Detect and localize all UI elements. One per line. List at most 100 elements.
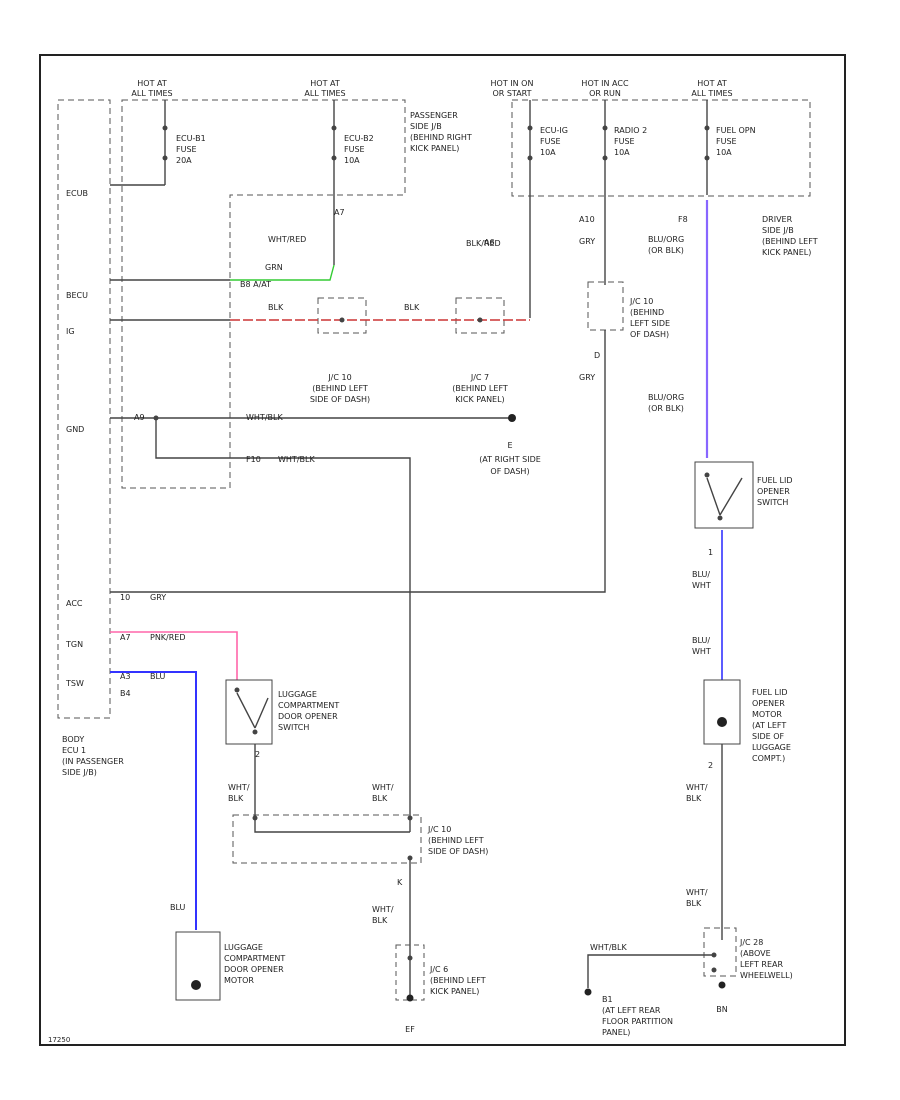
fuel-lid-motor-icon: [717, 717, 727, 727]
svg-text:SIDE OF DASH): SIDE OF DASH): [310, 395, 370, 404]
svg-text:OF DASH): OF DASH): [490, 467, 529, 476]
svg-text:FUEL LID: FUEL LID: [752, 688, 788, 697]
wire-label-whtblk-b1: WHT/BLK: [590, 943, 627, 952]
pin-ig: IG: [66, 327, 75, 336]
pin-ecub: ECUB: [66, 189, 88, 198]
wire-label-orblk: (OR BLK): [648, 246, 684, 255]
svg-text:FUSE: FUSE: [344, 145, 365, 154]
svg-text:DRIVER: DRIVER: [762, 215, 793, 224]
wire-label-a3: A3: [120, 672, 131, 681]
fuse-radio-2: RADIO 2 FUSE 10A: [602, 100, 647, 195]
svg-text:PANEL): PANEL): [602, 1028, 630, 1037]
svg-text:ECU-IG: ECU-IG: [540, 126, 568, 135]
hot-label-5: HOT AT ALL TIMES: [691, 79, 732, 98]
jc10-lower-label: J/C 10 (BEHIND LEFT SIDE OF DASH): [427, 825, 488, 856]
wire-label-bluwht2-b: WHT: [692, 647, 711, 656]
svg-text:MOTOR: MOTOR: [752, 710, 782, 719]
svg-text:RADIO 2: RADIO 2: [614, 126, 647, 135]
hot-label-4: HOT IN ACC OR RUN: [581, 79, 629, 98]
wire-gnd-branch: [155, 418, 411, 832]
svg-text:(BEHIND: (BEHIND: [630, 308, 664, 317]
svg-text:SIDE OF DASH): SIDE OF DASH): [428, 847, 488, 856]
wire-label-f8: F8: [678, 215, 688, 224]
wire-label-bluwht2-a: BLU/: [692, 636, 710, 645]
svg-text:(BEHIND RIGHT: (BEHIND RIGHT: [410, 133, 472, 142]
svg-text:(AT LEFT REAR: (AT LEFT REAR: [602, 1006, 661, 1015]
wire-label-whtblk-fl2-b: BLK: [686, 899, 702, 908]
svg-text:(AT LEFT: (AT LEFT: [752, 721, 786, 730]
svg-text:FUEL LID: FUEL LID: [757, 476, 793, 485]
ground-bn-label: BN: [716, 1005, 727, 1014]
wire-becu-grn: [230, 264, 335, 281]
fuse-fuel-opn: FUEL OPN FUSE 10A: [704, 100, 756, 195]
svg-text:OR START: OR START: [492, 89, 531, 98]
svg-text:FUSE: FUSE: [176, 145, 197, 154]
svg-text:LUGGAGE: LUGGAGE: [278, 690, 317, 699]
fuse-ecu-b2: ECU-B2 FUSE 10A: [331, 100, 374, 195]
driver-jb-label: DRIVER SIDE J/B (BEHIND LEFT KICK PANEL): [762, 215, 818, 257]
svg-text:HOT AT: HOT AT: [697, 79, 727, 88]
hot-label-1: HOT AT ALL TIMES: [131, 79, 172, 98]
fuel-lid-switch-label: FUEL LID OPENER SWITCH: [757, 476, 793, 507]
b1-label: B1 (AT LEFT REAR FLOOR PARTITION PANEL): [602, 995, 673, 1037]
wire-label-2: 2: [708, 761, 713, 770]
svg-text:SWITCH: SWITCH: [278, 723, 309, 732]
wire-lug-gnd: [254, 744, 410, 833]
wire-label-whtblk-fl2-a: WHT/: [686, 888, 708, 897]
svg-text:SWITCH: SWITCH: [757, 498, 788, 507]
jc10-top-box: [317, 297, 367, 334]
svg-text:(BEHIND LEFT: (BEHIND LEFT: [452, 384, 508, 393]
svg-text:LUGGAGE: LUGGAGE: [752, 743, 791, 752]
wire-label-bluorg: BLU/ORG: [648, 235, 684, 244]
wire-label-whtblk-lg-a: WHT/: [228, 783, 250, 792]
fuse-ecu-ig: ECU-IG FUSE 10A: [527, 100, 568, 195]
svg-text:LUGGAGE: LUGGAGE: [224, 943, 263, 952]
jc10-right-box: [587, 281, 624, 331]
svg-text:(BEHIND LEFT: (BEHIND LEFT: [312, 384, 368, 393]
svg-text:FUEL OPN: FUEL OPN: [716, 126, 756, 135]
svg-text:ECU-B2: ECU-B2: [344, 134, 374, 143]
svg-text:KICK PANEL): KICK PANEL): [410, 144, 459, 153]
driver-jb-box: [511, 99, 811, 197]
wire-label-whtblk2: WHT/BLK: [278, 455, 315, 464]
svg-text:(ABOVE: (ABOVE: [740, 949, 771, 958]
wire-b1: [587, 954, 714, 988]
wire-label-lug-2: 2: [255, 750, 260, 759]
luggage-motor-box: [175, 931, 221, 1001]
wire-label-blu-bottom: BLU: [170, 903, 186, 912]
svg-text:PASSENGER: PASSENGER: [410, 111, 458, 120]
fuse-ecu-b1: ECU-B1 FUSE 20A: [162, 100, 206, 185]
jc28-box: [703, 927, 737, 977]
svg-text:OR RUN: OR RUN: [589, 89, 621, 98]
wire-label-b4: B4: [120, 689, 131, 698]
svg-text:SIDE J/B: SIDE J/B: [762, 226, 794, 235]
svg-text:(AT RIGHT SIDE: (AT RIGHT SIDE: [479, 455, 541, 464]
svg-text:SIDE J/B): SIDE J/B): [62, 768, 97, 777]
svg-text:HOT AT: HOT AT: [310, 79, 340, 88]
wire-label-pnkred: PNK/RED: [150, 633, 186, 642]
svg-text:OPENER: OPENER: [757, 487, 790, 496]
ground-point: [508, 414, 516, 422]
hot-label-3: HOT IN ON OR START: [491, 79, 534, 98]
svg-text:J/C 28: J/C 28: [739, 938, 763, 947]
wire-label-whtblk-fl-b: BLK: [686, 794, 702, 803]
diagram-frame: [39, 54, 846, 1046]
svg-text:(BEHIND LEFT: (BEHIND LEFT: [428, 836, 484, 845]
svg-text:OF DASH): OF DASH): [630, 330, 669, 339]
wire-label-a7: A7: [334, 208, 345, 217]
wire-label-whtblk-j-b: BLK: [372, 794, 388, 803]
wire-acc: [110, 330, 606, 593]
wire-label-whtblk-fl-a: WHT/: [686, 783, 708, 792]
wire-label-1: 1: [708, 548, 713, 557]
ground-ef-label: EF: [405, 1025, 415, 1034]
wire-label-orblk2: (OR BLK): [648, 404, 684, 413]
svg-text:ECU 1: ECU 1: [62, 746, 86, 755]
wire-label-blkred: BLK/RED: [466, 239, 501, 248]
wire-label-gry1: GRY: [579, 237, 595, 246]
jc10-top-label: J/C 10 (BEHIND LEFT SIDE OF DASH): [310, 373, 370, 404]
ground-label: E (AT RIGHT SIDE OF DASH): [479, 441, 541, 476]
jc28-label: J/C 28 (ABOVE LEFT REAR WHEELWELL): [739, 938, 793, 980]
svg-text:COMPARTMENT: COMPARTMENT: [278, 701, 339, 710]
jc10-right-label: J/C 10 (BEHIND LEFT SIDE OF DASH): [629, 297, 670, 339]
